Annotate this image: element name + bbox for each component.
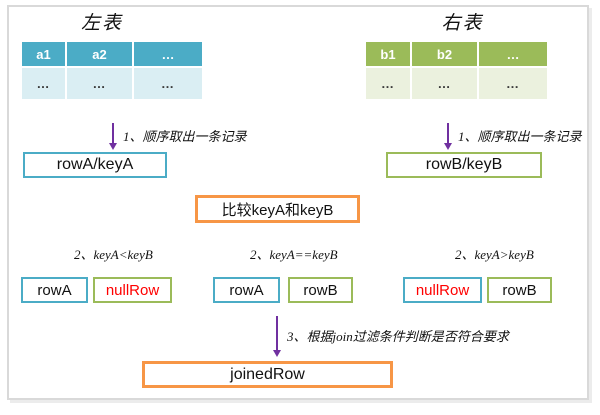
case2-label: 2、keyA==keyB <box>250 247 338 262</box>
rowA-keyA-box: rowA/keyA <box>23 152 167 178</box>
arrow-down-icon <box>108 123 118 150</box>
right-table-header-cell: b1 <box>366 42 410 66</box>
right-table-data-cell: … <box>412 68 477 99</box>
case1-rowA-box: rowA <box>21 277 88 303</box>
case3-nullRow-box: nullRow <box>403 277 482 303</box>
arrow-head <box>444 143 452 150</box>
case2-rowB-box: rowB <box>288 277 353 303</box>
arrow-head <box>273 350 281 357</box>
case2-rowA-box: rowA <box>213 277 280 303</box>
right-table-data-cell: … <box>479 68 547 99</box>
arrow-shaft <box>112 123 114 143</box>
rowB-keyB-box: rowB/keyB <box>386 152 542 178</box>
left-table-data-cell: … <box>134 68 202 99</box>
step1-right-label: 1、顺序取出一条记录 <box>458 129 582 144</box>
step1-left-label: 1、顺序取出一条记录 <box>123 129 247 144</box>
case1-nullRow-box: nullRow <box>93 277 172 303</box>
arrow-shaft <box>447 123 449 143</box>
left-table-data-cell: … <box>67 68 132 99</box>
step3-label: 3、根据join过滤条件判断是否符合要求 <box>287 329 509 344</box>
case3-rowB-box: rowB <box>487 277 552 303</box>
compare-key-box: 比较keyA和keyB <box>195 195 360 223</box>
left-table-header-cell: a2 <box>67 42 132 66</box>
case3-label: 2、keyA>keyB <box>455 247 534 262</box>
right-table-header-cell: … <box>479 42 547 66</box>
left-table-header-cell: a1 <box>22 42 65 66</box>
arrow-shaft <box>276 316 278 350</box>
right-table-header-cell: b2 <box>412 42 477 66</box>
left-table: a1 a2 … … … … <box>22 42 202 99</box>
case1-label: 2、keyA<keyB <box>74 247 153 262</box>
arrow-down-icon <box>272 316 282 357</box>
right-table: b1 b2 … … … … <box>366 42 547 99</box>
right-table-title: 右表 <box>441 13 484 34</box>
arrow-down-icon <box>443 123 453 150</box>
left-table-title: 左表 <box>80 13 123 34</box>
left-table-header-cell: … <box>134 42 202 66</box>
left-table-data-cell: … <box>22 68 65 99</box>
right-table-data-cell: … <box>366 68 410 99</box>
arrow-head <box>109 143 117 150</box>
joinedRow-box: joinedRow <box>142 361 393 388</box>
